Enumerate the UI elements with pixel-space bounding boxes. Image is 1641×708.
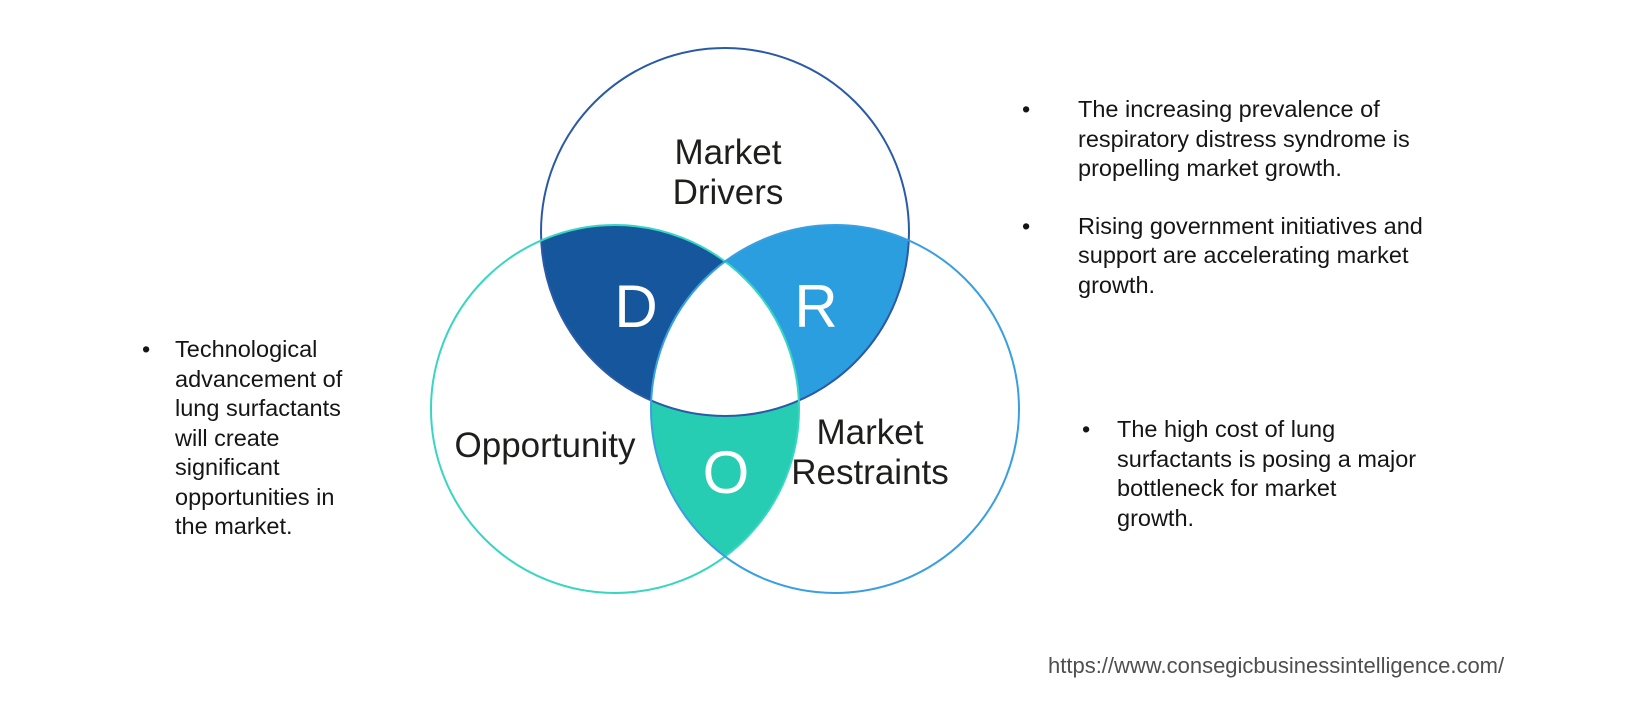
- restraint-note: • The high cost of lung surfactants is p…: [1082, 415, 1482, 533]
- driver-notes: • The increasing prevalence of respirato…: [1022, 95, 1462, 300]
- drivers-label-line2: Drivers: [673, 173, 784, 212]
- restraints-circle: [650, 224, 1020, 594]
- note-line: significant: [175, 454, 280, 480]
- drivers-circle: [540, 47, 910, 417]
- note-line: surfactants is posing a major: [1117, 445, 1417, 472]
- bullet-icon: •: [1022, 212, 1031, 239]
- drivers-label-line1: Market: [675, 133, 782, 172]
- opportunity-circle: [430, 224, 800, 594]
- letter-r: R: [794, 273, 837, 340]
- restraints-label-line1: Market: [817, 413, 924, 452]
- bullet-icon: •: [142, 336, 151, 362]
- note-line: bottleneck for market: [1117, 475, 1337, 501]
- website-url: https://www.consegicbusinessintelligence…: [1048, 653, 1505, 678]
- note-line: growth.: [1117, 504, 1195, 531]
- note-line: The high cost of lung: [1117, 416, 1336, 442]
- bullet-icon: •: [1022, 96, 1031, 122]
- restraints-label-line2: Restraints: [791, 453, 949, 492]
- note-line: propelling market growth.: [1078, 155, 1342, 181]
- triple-overlap: [651, 225, 799, 416]
- letter-d: D: [614, 273, 657, 340]
- note-text: Rising government initiatives and suppor…: [1078, 212, 1462, 301]
- note-line: growth.: [1078, 271, 1156, 298]
- letter-o: O: [703, 439, 750, 506]
- note-line: Rising government initiatives and: [1078, 212, 1423, 239]
- note-text: The increasing prevalence of respiratory…: [1078, 95, 1462, 184]
- bullet-icon: •: [1082, 416, 1091, 442]
- driver-note-2: • Rising government initiatives and supp…: [1022, 212, 1462, 301]
- note-text: Technological advancement of lung surfac…: [175, 335, 402, 542]
- note-line: advancement of: [175, 365, 343, 392]
- note-line: support are accelerating market: [1078, 242, 1409, 268]
- note-line: The increasing prevalence of: [1078, 96, 1380, 122]
- opportunity-label: Opportunity: [455, 426, 636, 465]
- opportunity-note: • Technological advancement of lung surf…: [142, 335, 402, 542]
- note-line: lung surfactants: [175, 395, 341, 421]
- note-line: opportunities in: [175, 483, 335, 510]
- driver-note-1: • The increasing prevalence of respirato…: [1022, 95, 1462, 184]
- note-line: Technological: [175, 336, 318, 362]
- note-line: respiratory distress syndrome is: [1078, 125, 1410, 152]
- note-line: the market.: [175, 513, 293, 539]
- note-line: will create: [175, 424, 280, 451]
- note-text: The high cost of lung surfactants is pos…: [1117, 415, 1482, 533]
